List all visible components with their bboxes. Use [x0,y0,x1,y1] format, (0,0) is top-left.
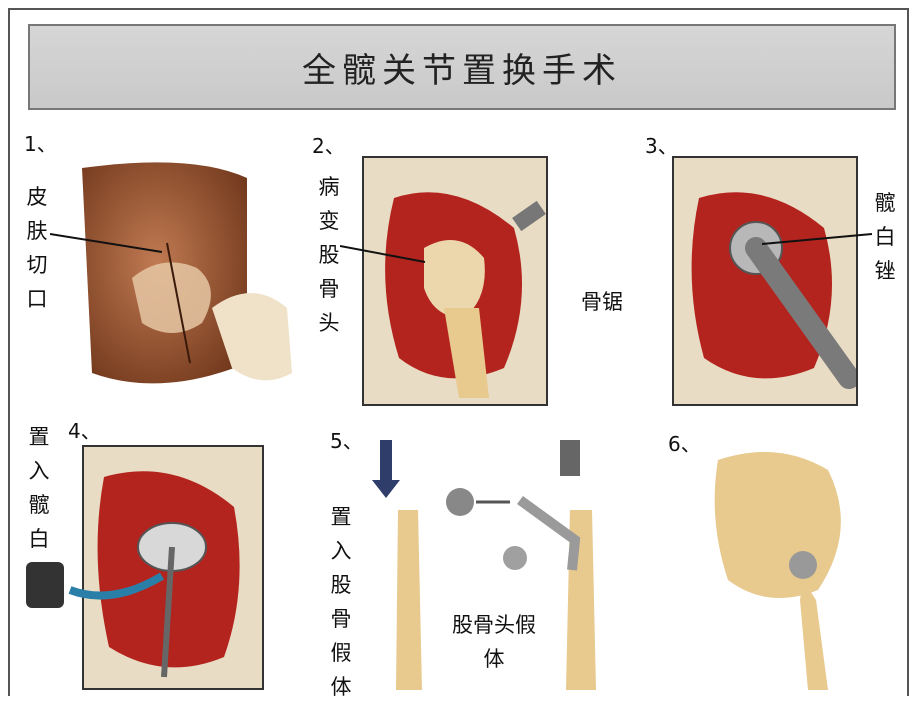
step-2-number: 2、 [312,130,345,159]
pointer-reamer [760,230,875,250]
label-insert-acetabulum: 置入髋白 [26,420,52,556]
step-3-number: 3、 [645,130,678,159]
cup-component-icon [22,556,172,616]
step-6-number: 6、 [668,428,701,457]
title-banner: 全髋关节置换手术 [28,24,896,110]
panel-femoral-head-cut [362,156,548,406]
femoral-head-illustration [364,158,546,404]
panel-completed-replacement [708,440,868,690]
page-title: 全髋关节置换手术 [302,43,622,92]
label-skin-incision: 皮肤切口 [24,180,50,316]
pelvis-implant-illustration [708,440,868,690]
label-femoral-head-prosthesis: 股骨头假体 [446,608,542,676]
step-4-number: 4、 [68,415,101,444]
reamer-illustration [674,158,856,404]
pointer-femoral-head [340,240,430,270]
panel-skin-incision [72,158,297,390]
label-diseased-femoral-head: 病变股骨头 [316,170,342,340]
label-acetabular-reamer: 髋白锉 [872,186,898,288]
step-1-number: 1、 [24,128,57,157]
hip-skin-illustration [72,158,297,390]
label-insert-femoral-prosthesis: 置入股骨假体 [328,500,354,704]
step-5-number: 5、 [330,425,363,454]
pointer-skin-incision [50,230,170,260]
label-bone-saw: 骨锯 [572,285,632,319]
panel-acetabular-reaming [672,156,858,406]
